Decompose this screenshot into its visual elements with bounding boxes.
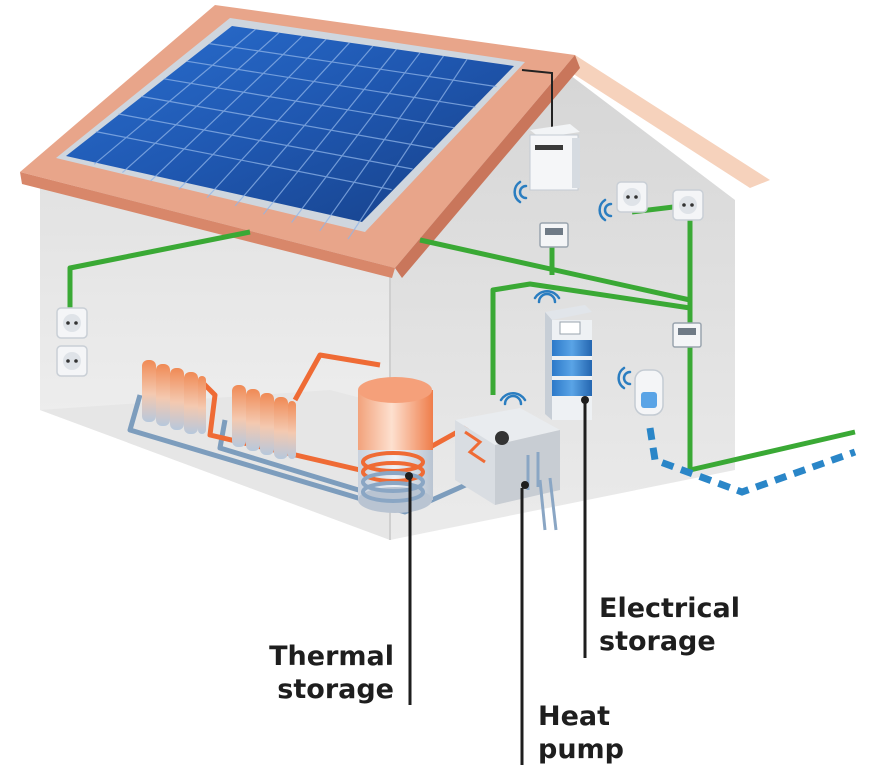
thermal-storage-label-line1: Thermal <box>269 641 394 672</box>
heat-pump-unit <box>455 408 560 531</box>
solar-cells <box>66 26 514 222</box>
house-walls <box>40 55 770 540</box>
thermostat-icon <box>634 369 664 416</box>
gable-trim <box>560 55 770 188</box>
callout-lines <box>408 402 587 765</box>
electrical-storage-label-line2: storage <box>599 626 716 657</box>
thermal-storage-tank <box>358 377 433 513</box>
heat-pump-label-line1: Heat <box>538 701 611 732</box>
inverter-icon <box>529 124 580 191</box>
wifi-icon <box>499 180 632 406</box>
radiator-icon <box>142 360 296 459</box>
socket-icon <box>56 181 704 377</box>
thermal-storage-label-line2: storage <box>277 674 394 705</box>
grid-cable <box>646 427 857 496</box>
heat-pump-label: Heat pump <box>538 700 624 766</box>
electrical-storage-label: Electrical storage <box>599 592 740 658</box>
panel-wire <box>521 69 553 128</box>
roof-underside <box>20 172 395 278</box>
thermal-storage-label: Thermal storage <box>269 640 394 706</box>
heat-pump-label-line2: pump <box>538 734 625 765</box>
solar-panel <box>56 18 525 240</box>
electrical-storage-label-line1: Electrical <box>599 593 740 624</box>
meter-icon <box>539 222 702 348</box>
